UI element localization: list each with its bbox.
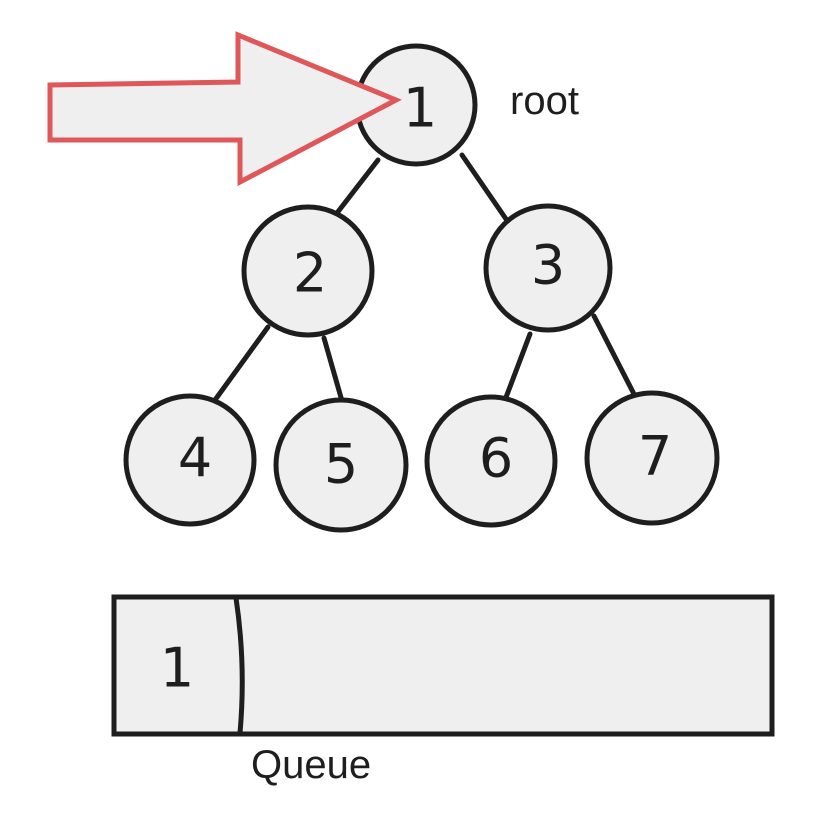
tree-edges (212, 152, 639, 404)
edge-2-4 (212, 324, 271, 403)
root-pointer-arrow-icon (47, 31, 402, 187)
node-label: 3 (531, 234, 565, 297)
queue-label: Queue (251, 743, 371, 787)
root-label: root (510, 79, 579, 123)
queue-item: 1 (160, 637, 194, 700)
queue: 1 (111, 594, 775, 737)
node-label: 2 (293, 242, 327, 305)
node-label: 4 (178, 427, 212, 490)
tree-node-1: 1 (354, 43, 478, 167)
queue-box (111, 594, 775, 737)
node-circle (273, 397, 409, 533)
tree-node-7: 7 (584, 390, 720, 526)
node-circle (584, 390, 720, 526)
node-circle (241, 204, 375, 338)
edge-1-2 (334, 157, 381, 216)
edge-3-6 (502, 331, 533, 403)
edge-2-5 (321, 335, 345, 404)
node-label: 5 (324, 433, 358, 496)
queue-cell-divider (233, 597, 245, 734)
tree-node-5: 5 (273, 397, 409, 533)
node-label: 1 (403, 77, 437, 140)
tree-node-6: 6 (424, 394, 558, 528)
tree-node-4: 4 (123, 393, 257, 527)
node-label: 6 (479, 427, 513, 490)
node-circle (483, 203, 613, 333)
edge-1-3 (459, 152, 509, 222)
edge-3-7 (591, 313, 639, 401)
node-label: 7 (638, 425, 672, 488)
tree-node-2: 2 (241, 204, 375, 338)
node-circle (424, 394, 558, 528)
tree-node-3: 3 (483, 203, 613, 333)
node-circle (123, 393, 257, 527)
